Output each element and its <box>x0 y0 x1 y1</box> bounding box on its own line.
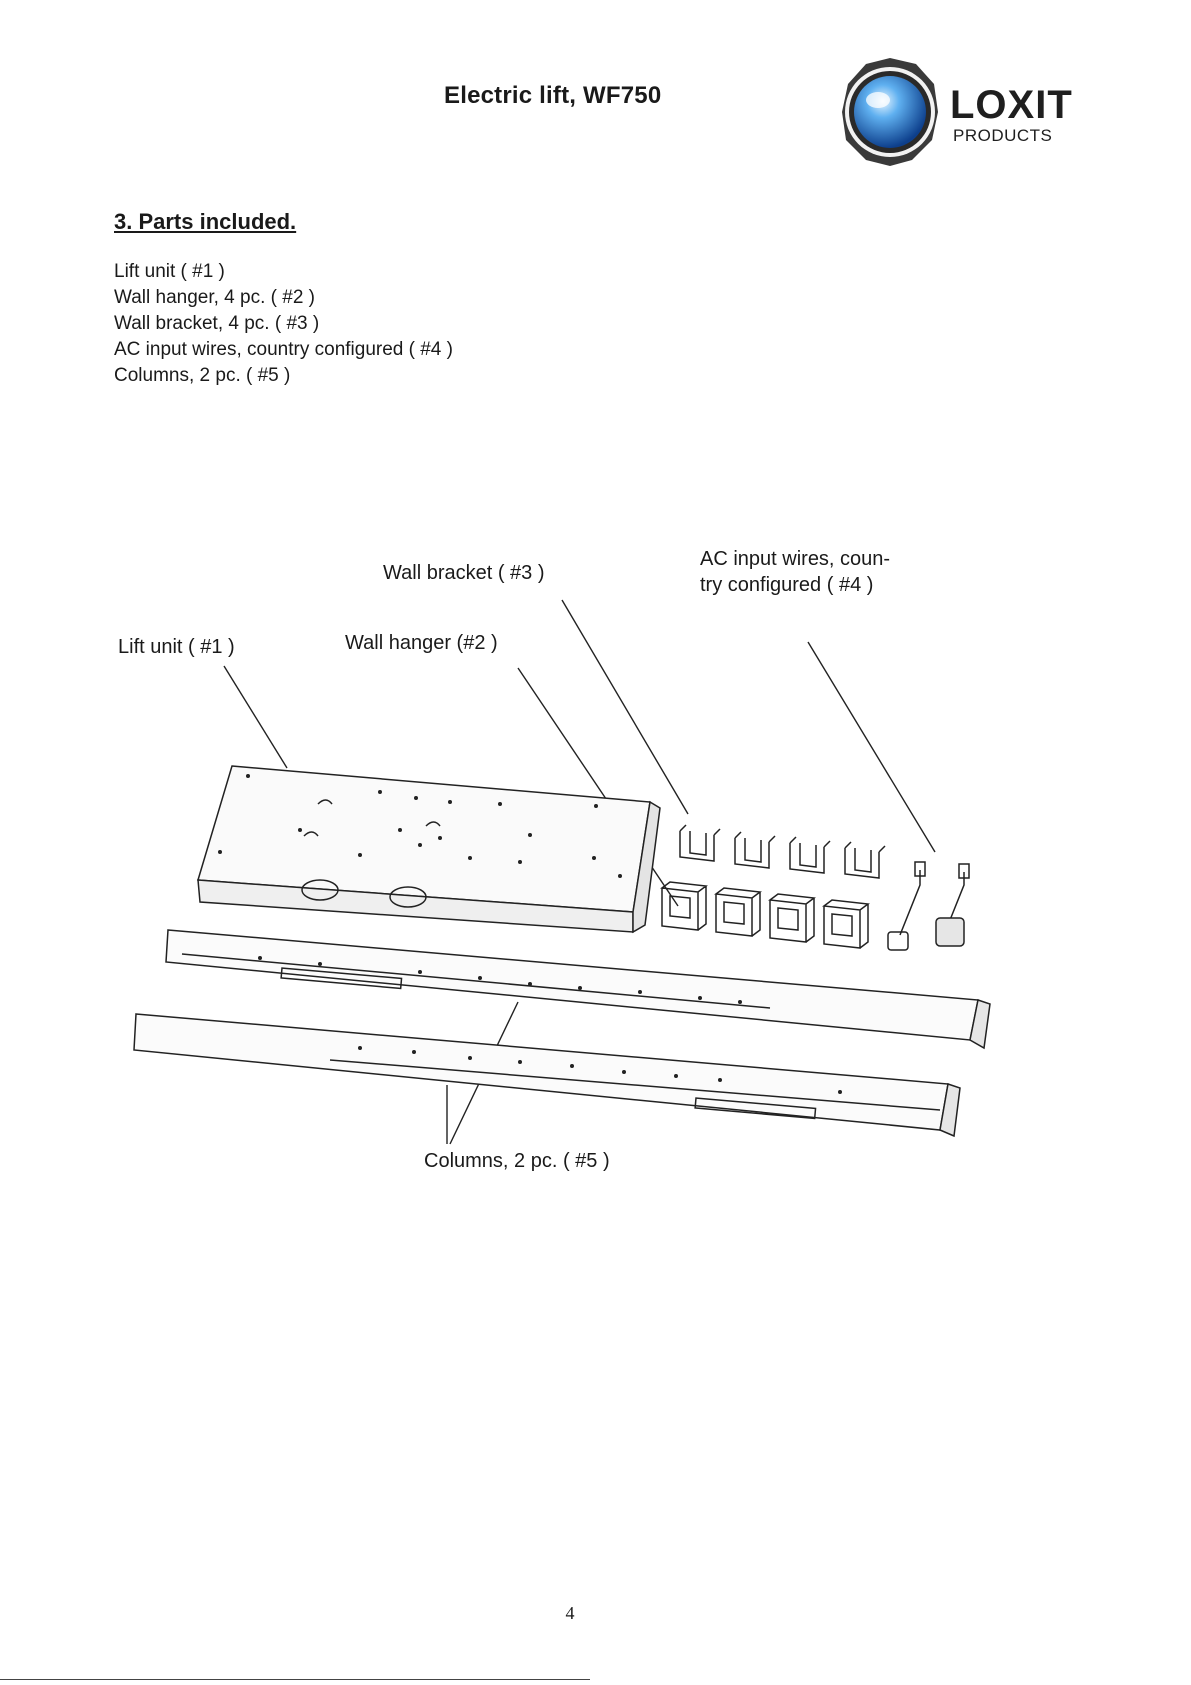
callout-wall-hanger: Wall hanger (#2 ) <box>345 632 498 654</box>
logo-word: LOXIT <box>950 83 1073 127</box>
callout-ac-wires-line1: AC input wires, coun- <box>700 548 891 570</box>
parts-list: Lift unit ( #1 ) Wall hanger, 4 pc. ( #2… <box>114 259 453 389</box>
loxit-logo: LOXIT PRODUCTS <box>842 58 1073 166</box>
parts-figure: Wall bracket ( #3 ) AC input wires, coun… <box>0 540 1191 1180</box>
document-title: Electric lift, WF750 <box>444 82 662 109</box>
callout-columns: Columns, 2 pc. ( #5 ) <box>424 1150 610 1172</box>
page-number: 4 <box>565 1603 575 1623</box>
callout-wall-bracket: Wall bracket ( #3 ) <box>383 562 545 584</box>
lift-unit-drawing <box>197 765 661 934</box>
parts-list-item: Lift unit ( #1 ) <box>114 261 225 282</box>
footer-rule <box>0 1679 590 1680</box>
columns-drawing <box>133 929 991 1138</box>
section-heading: 3. Parts included. <box>114 209 297 234</box>
ac-wires-drawing <box>887 861 970 951</box>
parts-list-item: Wall bracket, 4 pc. ( #3 ) <box>114 313 320 334</box>
callout-ac-wires-line2: try configured ( #4 ) <box>700 574 874 596</box>
parts-list-item: AC input wires, country configured ( #4 … <box>114 339 453 360</box>
parts-list-item: Columns, 2 pc. ( #5 ) <box>114 365 291 386</box>
logo-subword: PRODUCTS <box>953 126 1052 145</box>
parts-list-item: Wall hanger, 4 pc. ( #2 ) <box>114 287 316 308</box>
wall-hangers-drawing <box>660 881 870 949</box>
leader-lines <box>223 599 936 1145</box>
callout-lift-unit: Lift unit ( #1 ) <box>118 636 235 658</box>
wall-brackets-drawing <box>679 824 886 879</box>
